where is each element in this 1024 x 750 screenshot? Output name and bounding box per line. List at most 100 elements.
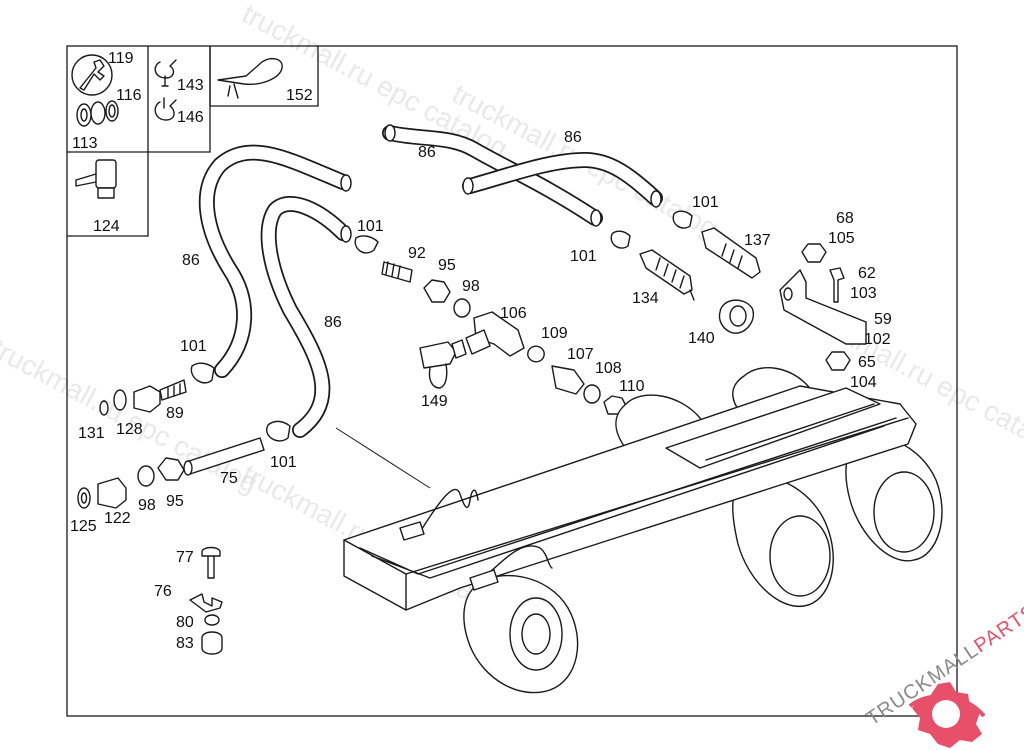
callout-number: 68 [836,210,854,227]
callout-number: 152 [286,87,313,104]
callout-number: 98 [138,497,156,514]
callout-number: 104 [850,374,877,391]
callout-number: 83 [176,635,194,652]
diagram-frame [66,45,958,717]
callout-number: 101 [570,248,597,265]
frame-crossmember [665,387,881,469]
small-parts-stack [189,546,223,655]
fitting-122 [97,477,127,509]
inset-box-connector [67,152,149,237]
callout-number: 149 [421,393,448,410]
ring-98-upper [453,298,471,318]
callout-number: 92 [408,245,426,262]
hose-86-left [198,144,352,378]
nut-68 [801,243,827,263]
union-107 [551,365,585,395]
callout-number: 105 [828,230,855,247]
clamp-101-a [354,235,379,254]
left-fitting-row-lower [77,457,185,509]
callout-number: 80 [176,614,194,631]
callout-number: 125 [70,518,97,535]
callout-number: 95 [438,257,456,274]
callout-number: 76 [154,583,172,600]
clamp-101-b [610,230,631,249]
callout-number: 108 [595,360,622,377]
callout-number: 106 [500,305,527,322]
hose-86-upper [382,124,603,227]
callout-number: 140 [688,330,715,347]
inset-box-cable-tie [209,46,319,107]
callout-number: 146 [177,109,204,126]
callout-number: 107 [567,346,594,363]
ring-108 [583,384,601,404]
nut-65 [825,351,851,371]
clamp-101-c [672,210,693,229]
inset-152-cable-tie [217,57,283,99]
fitting-149 [419,339,467,389]
pipe-75 [183,437,265,476]
clip-76 [189,593,223,613]
fitting-89 [133,385,161,413]
washer-131 [99,400,109,416]
valve-137 [701,227,761,279]
callout-number: 122 [104,510,131,527]
nipple-92 [381,261,413,283]
callout-number: 124 [93,218,120,235]
clamp-101-d [190,362,215,384]
washer-80 [204,614,220,626]
nut-140 [718,299,755,334]
nut-95-upper [423,279,451,303]
callout-number: 109 [541,325,568,342]
nut-95-lower [157,457,185,481]
washer-109 [527,345,545,363]
tire-front [463,574,579,694]
hose-86-middle [260,196,352,438]
screw-77 [201,546,221,557]
callout-number: 77 [176,549,194,566]
callout-number: 113 [72,135,98,152]
inset-143-146-clamps [154,59,177,121]
tire-rear-left [732,475,834,607]
brand-logo-part2: PARTS [970,600,1024,657]
upper-right-fittings [639,227,761,334]
hose-group [198,124,663,438]
ring-98-lower [137,465,155,487]
bracket-group [779,243,867,371]
tire-rear-right [845,436,943,562]
callout-number: 134 [632,290,659,307]
callout-number: 86 [324,314,342,331]
callout-number: 116 [116,87,142,104]
callout-number: 131 [78,425,105,442]
washer-128 [113,389,127,411]
callout-number: 101 [270,454,297,471]
callout-number: 59 [874,311,892,328]
clamp-101-e [266,420,291,442]
trailer-chassis [343,367,943,694]
callout-number: 86 [564,129,582,146]
callout-number: 86 [418,144,436,161]
callout-number: 103 [850,285,877,302]
callout-number: 102 [864,331,891,348]
hose-clamps [190,210,693,442]
callout-number: 128 [116,421,143,438]
fitting-cluster [381,261,627,415]
leader-line [335,427,431,489]
inset-113-116-rings [76,100,119,127]
left-fitting-row-upper [99,379,187,416]
callout-number: 101 [357,218,384,235]
callout-number: 101 [692,194,719,211]
callout-number: 110 [619,378,645,395]
bracket-59 [779,269,867,345]
grommet-83 [201,631,223,655]
callout-number: 119 [108,50,134,67]
callout-number: 143 [177,77,204,94]
inset-boxes [67,46,319,237]
inset-119-wrench [71,54,113,96]
callout-number: 98 [462,278,480,295]
callout-number: 101 [180,338,207,355]
washer-125 [77,487,91,509]
callout-number: 95 [166,493,184,510]
hose-86-right [462,152,663,208]
callout-layer: 119 116 113 143 146 152 124 86 86 86 86 … [70,50,892,652]
